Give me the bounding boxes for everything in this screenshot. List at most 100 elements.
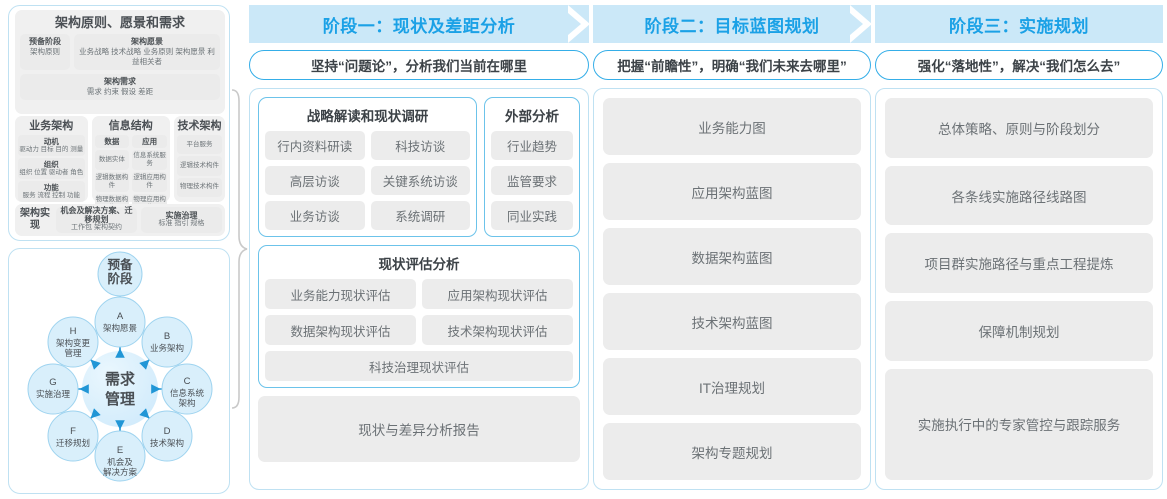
cycle-center-line1: 需求 (105, 370, 136, 388)
chip-it-governance-assessment[interactable]: 科技治理现状评估 (265, 351, 573, 381)
external-analysis-title: 外部分析 (505, 109, 559, 124)
data-header-cell: 数据 (94, 135, 130, 148)
current-state-assessment-card: 现状评估分析 业务能力现状评估 应用架构现状评估 数据架构现状评估 技术架构现状… (258, 245, 580, 388)
chip-data-architecture-blueprint[interactable]: 数据架构蓝图 (603, 228, 861, 285)
chip-key-system-interview[interactable]: 关键系统访谈 (370, 166, 470, 195)
cycle-node-b-key: B (164, 331, 170, 342)
cycle-node-g (27, 363, 79, 415)
logical-technology-component-cell: 逻辑技术构件 (176, 156, 222, 176)
cycle-node-b-label: 业务架构 (150, 343, 184, 353)
cycle-node-h (47, 316, 99, 368)
cycle-node-c-key: C (184, 376, 191, 387)
cycle-node-prep (97, 251, 143, 297)
prep-phase-title: 预备阶段 (29, 37, 61, 46)
chip-data-architecture-assessment[interactable]: 数据架构现状评估 (265, 315, 416, 345)
application-header-cell: 应用 (132, 135, 167, 148)
implementation-governance-title: 实施治理 (165, 210, 198, 220)
architecture-vision-title: 架构愿景 (131, 37, 163, 46)
information-structure-group: 信息结构 数据 数据实体 逻辑数据构件 物理数据构件 应用 (91, 116, 170, 214)
chip-expert-control-tracking-service[interactable]: 实施执行中的专家管控与跟踪服务 (885, 368, 1153, 481)
phase-3-body: 总体策略、原则与阶段划分 各条线实施路径线路图 项目群实施路径与重点工程提炼 保… (875, 88, 1163, 490)
cycle-node-a-label: 架构愿景 (103, 323, 137, 333)
phase-3-column: 阶段三：实施规划 强化“落地性”，解决“我们怎么去” 总体策略、原则与阶段划分 … (875, 5, 1163, 490)
phase-3-header: 阶段三：实施规划 (875, 5, 1163, 43)
cycle-node-d-label: 技术架构 (150, 438, 184, 448)
cycle-node-f-key: F (70, 426, 76, 437)
opportunity-migration-items: 工作包 架构契约 (71, 224, 122, 232)
organization-items: 组织 位置 驱动者 角色 (19, 169, 84, 176)
architecture-requirements-cell: 架构需求 需求 约束 假设 差距 (20, 74, 220, 100)
left-column: 架构原则、愿景和需求 预备阶段 架构原则 架构愿景 业务战略 技术战略 业务原则… (8, 5, 230, 494)
chip-architecture-topic-plan[interactable]: 架构专题规划 (603, 423, 861, 480)
cycle-node-c (161, 363, 213, 415)
chip-program-implementation-path[interactable]: 项目群实施路径与重点工程提炼 (885, 233, 1153, 294)
current-state-assessment-items: 业务能力现状评估 应用架构现状评估 数据架构现状评估 技术架构现状评估 科技治理… (265, 279, 573, 381)
cycle-node-a-key: A (117, 311, 124, 322)
chip-system-research[interactable]: 系统调研 (370, 201, 470, 230)
chip-application-architecture-blueprint[interactable]: 应用架构蓝图 (603, 163, 861, 220)
chip-peer-practice[interactable]: 同业实践 (491, 201, 573, 230)
architecture-vision-cell: 架构愿景 业务战略 技术战略 业务原则 架构愿景 利益相关者 (74, 34, 220, 70)
cycle-node-e-label-2: 解决方案 (103, 467, 138, 477)
cycle-node-a (94, 296, 146, 348)
adm-cycle-panel: 预备 阶段 需求 管理 A (8, 248, 230, 494)
chip-business-capability-assessment[interactable]: 业务能力现状评估 (265, 279, 416, 309)
organization-title: 组织 (43, 160, 59, 169)
chip-internal-materials[interactable]: 行内资料研读 (265, 131, 365, 160)
cycle-node-prep-line1: 预备 (107, 257, 133, 272)
chip-line-implementation-roadmap[interactable]: 各条线实施路径线路图 (885, 165, 1153, 226)
phase-2-header-label: 阶段二：目标蓝图规划 (644, 16, 820, 36)
chip-assurance-mechanism-plan[interactable]: 保障机制规划 (885, 301, 1153, 361)
architecture-requirements-items: 需求 约束 假设 差距 (86, 87, 154, 96)
chip-business-capability-map[interactable]: 业务能力图 (603, 98, 861, 155)
cycle-node-c-label-2: 架构 (178, 398, 195, 408)
cycle-node-d-key: D (164, 426, 171, 437)
cycle-node-h-label-2: 管理 (64, 348, 82, 358)
chip-regulatory-requirement[interactable]: 监管要求 (491, 166, 573, 195)
chip-industry-trend[interactable]: 行业趋势 (491, 131, 573, 160)
architecture-realization-label: 架构实现 (20, 208, 50, 231)
chip-executive-interview[interactable]: 高层访谈 (265, 166, 365, 195)
phase-1-body: 战略解读和现状调研 行内资料研读 科技访谈 高层访谈 关键系统访谈 业务访谈 系… (249, 88, 589, 490)
cycle-node-b (141, 316, 193, 368)
strategy-research-title: 战略解读和现状调研 (306, 109, 429, 124)
togaf-header-title: 架构原则、愿景和需求 (54, 15, 185, 30)
phase-1-top-row: 战略解读和现状调研 行内资料研读 科技访谈 高层访谈 关键系统访谈 业务访谈 系… (258, 97, 580, 237)
motivation-title: 动机 (43, 137, 59, 146)
data-entity-cell: 数据实体 (94, 150, 130, 170)
information-system-service-cell: 信息系统服务 (132, 150, 167, 170)
chip-technology-architecture-assessment[interactable]: 技术架构现状评估 (422, 315, 573, 345)
prep-phase-items: 架构原则 (30, 47, 60, 56)
cycle-node-prep-line2: 阶段 (107, 271, 133, 286)
phase-3-subtitle: 强化“落地性”，解决“我们怎么去” (875, 50, 1163, 80)
phase-1-header: 阶段一：现状及差距分析 (249, 5, 590, 43)
phase-1-column: 阶段一：现状及差距分析 坚持“问题论”，分析我们当前在哪里 战略解读和现状调研 … (249, 5, 590, 490)
phase-1-chevron-icon (568, 5, 590, 43)
architecture-principles-group: 架构原则、愿景和需求 预备阶段 架构原则 架构愿景 业务战略 技术战略 业务原则… (15, 10, 225, 114)
gap-analysis-report-chip[interactable]: 现状与差异分析报告 (258, 396, 580, 462)
implementation-governance-cell: 实施治理 标准 指引 规格 (141, 207, 222, 233)
architecture-requirements-title: 架构需求 (104, 77, 136, 86)
external-analysis-items: 行业趋势 监管要求 同业实践 (491, 131, 573, 230)
phase-2-subtitle: 把握“前瞻性”，明确“我们未来去哪里” (593, 50, 871, 80)
current-state-assessment-title: 现状评估分析 (378, 257, 460, 272)
cycle-node-e (94, 430, 146, 482)
business-architecture-group: 业务架构 动机 驱动力 目标 目的 测量 组织 组织 位置 驱动者 角色 功能 … (15, 116, 88, 202)
chip-application-architecture-assessment[interactable]: 应用架构现状评估 (422, 279, 573, 309)
chip-tech-interview[interactable]: 科技访谈 (370, 131, 470, 160)
chip-overall-strategy[interactable]: 总体策略、原则与阶段划分 (885, 98, 1153, 158)
architecture-domains-row: 业务架构 动机 驱动力 目标 目的 测量 组织 组织 位置 驱动者 角色 功能 … (15, 116, 225, 214)
cycle-node-c-label-1: 信息系统 (170, 388, 205, 398)
chip-business-interview[interactable]: 业务访谈 (265, 201, 365, 230)
chip-technology-architecture-blueprint[interactable]: 技术架构蓝图 (603, 293, 861, 350)
cycle-node-f-label: 迁移规划 (56, 438, 90, 448)
technology-architecture-group: 技术架构 平台服务 逻辑技术构件 物理技术构件 (173, 116, 225, 202)
strategy-research-items: 行内资料研读 科技访谈 高层访谈 关键系统访谈 业务访谈 系统调研 (265, 131, 470, 230)
data-title: 数据 (104, 137, 120, 146)
platform-service-cell: 平台服务 (176, 135, 222, 155)
chip-it-governance-plan[interactable]: IT治理规划 (603, 358, 861, 415)
prep-phase-cell: 预备阶段 架构原则 (20, 34, 70, 70)
cycle-center-line2: 管理 (105, 390, 135, 408)
technology-architecture-title: 技术架构 (177, 120, 222, 132)
cycle-node-d (141, 410, 193, 462)
